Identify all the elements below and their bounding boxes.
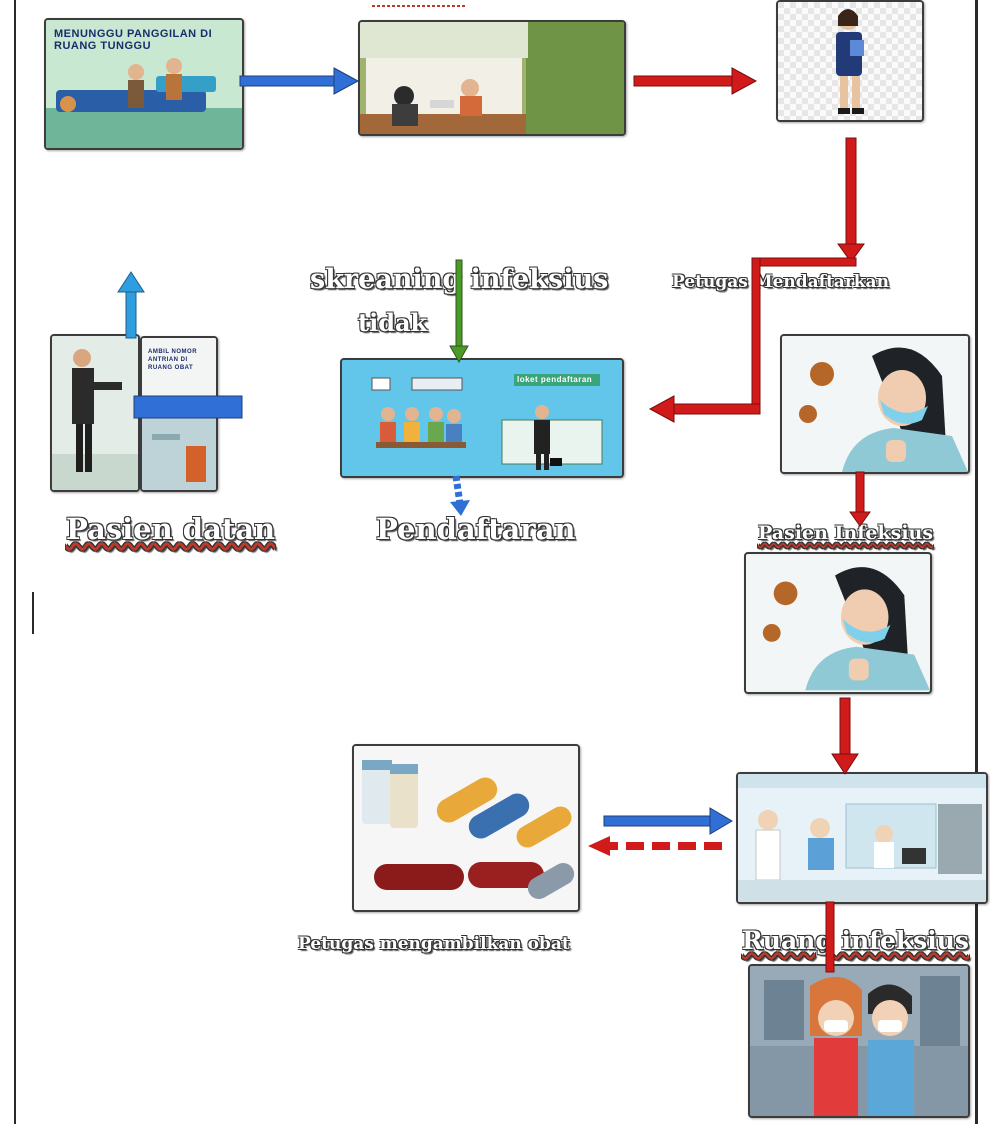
patient-arriving-image-left <box>50 334 140 492</box>
arrow-room-to-medicine <box>588 836 722 856</box>
medicine-image <box>352 744 580 912</box>
arrow-patient-up <box>117 271 145 339</box>
arrow-infected-to-room <box>831 697 859 775</box>
label-tidak: tidak <box>358 308 428 337</box>
label-pasien-datang: Pasien datan <box>66 512 275 546</box>
officer-image <box>776 0 924 122</box>
registration-counter-image <box>358 20 626 136</box>
arrow-pendaftaran-down <box>450 475 470 516</box>
arrow-infeksius-to-image <box>849 471 871 527</box>
label-ruang-infeksius: Ruang infeksius <box>742 926 969 955</box>
arrow-officer-down <box>837 137 865 263</box>
top-partial-label <box>370 0 466 8</box>
label-pasien-infeksius: Pasien Infeksius <box>758 522 933 544</box>
label-petugas-mengambilkan-obat: Petugas mengambilkan obat <box>298 934 570 954</box>
registration-image: loket pendaftaran <box>340 358 624 478</box>
arrow-counter-to-officer <box>633 67 758 95</box>
label-pendaftaran: Pendaftaran <box>376 512 576 546</box>
infected-patient-image-2 <box>744 552 932 694</box>
label-skreening: skreaning infeksius <box>310 264 609 295</box>
waiting-sign-text: MENUNGGU PANGGILAN DI RUANG TUNGGU <box>54 28 213 52</box>
loket-sign-text: loket pendaftaran <box>514 374 600 386</box>
waiting-room-image: MENUNGGU PANGGILAN DI RUANG TUNGGU <box>44 18 244 150</box>
patient-arriving-image-right: AMBIL NOMOR ANTRIAN DI RUANG OBAT <box>140 336 218 492</box>
masked-people-image <box>748 964 970 1118</box>
infected-patient-image-1 <box>780 334 970 474</box>
text-cursor <box>32 592 34 634</box>
label-pasien-infeksius-text: Pasien Infeksius <box>758 522 934 544</box>
arrow-waiting-to-counter <box>239 67 360 95</box>
arrow-medicine-to-room <box>603 807 733 835</box>
page-right-border <box>975 0 978 1124</box>
label-pasien-datang-text: Pasien datan <box>66 512 276 546</box>
medicine-sign-text: AMBIL NOMOR ANTRIAN DI RUANG OBAT <box>148 349 198 371</box>
label-ruang-infeksius-text: Ruang infeksius <box>742 926 969 955</box>
label-petugas-mendaftarkan: Petugas Mendaftarkan <box>672 272 889 292</box>
page-left-border <box>14 0 16 1124</box>
infectious-room-image <box>736 772 988 904</box>
